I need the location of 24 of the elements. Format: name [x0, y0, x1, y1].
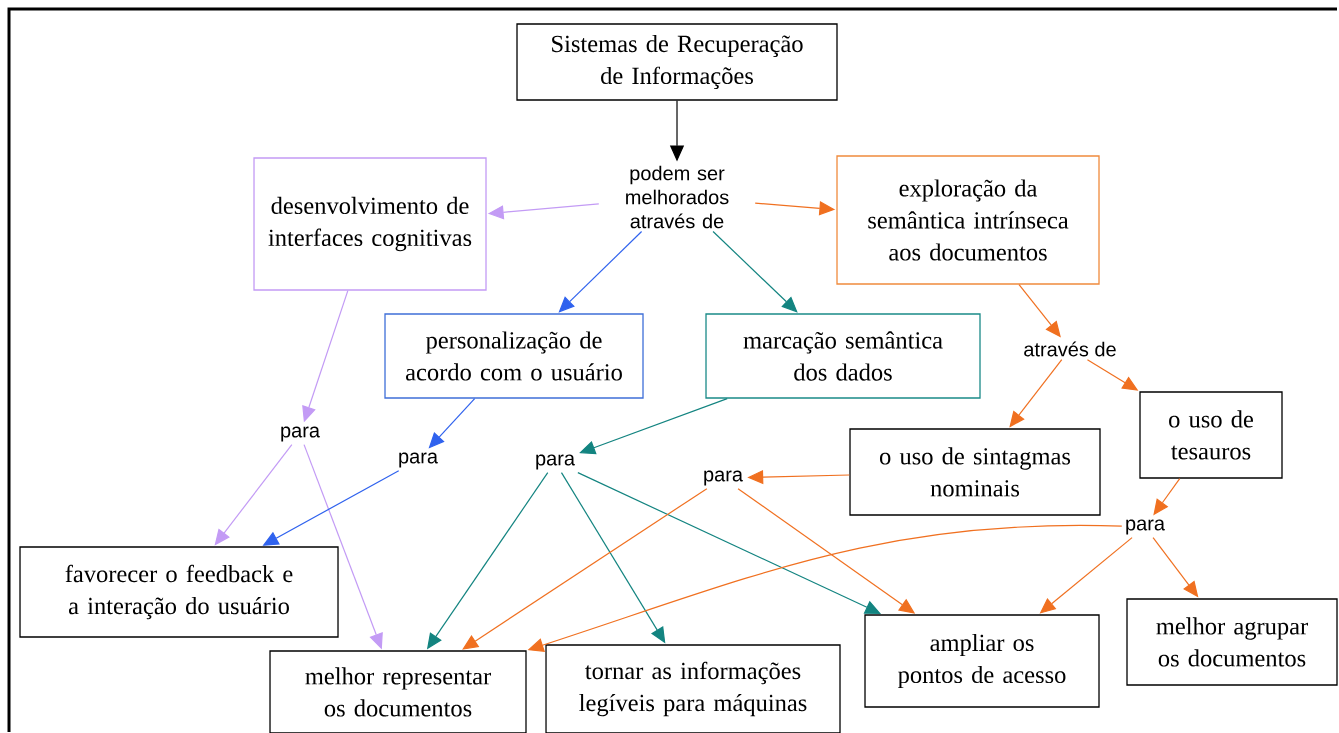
linking-phrase: através de	[1024, 341, 1116, 357]
concept-box: o uso de sintagmas nominais	[849, 428, 1101, 516]
linking-phrase: para	[281, 426, 320, 442]
concept-box: Sistemas de Recuperação de Informações	[516, 23, 838, 101]
concept-box: ampliar os pontos de acesso	[864, 614, 1100, 708]
arrow	[558, 230, 643, 313]
concept-box: melhor agrupar os documentos	[1126, 598, 1338, 686]
arrow	[462, 488, 708, 650]
concept-box: favorecer o feedback e a interação do usuário	[19, 546, 339, 638]
concept-box: personalização de acordo com o usuário	[384, 313, 644, 399]
linking-phrase: para	[536, 454, 575, 470]
concept-box: melhor representar os documentos	[269, 650, 527, 733]
arrow	[428, 398, 476, 449]
linking-phrase: para	[704, 470, 743, 486]
concept-box: exploração da semântica intrínseca aos documentos	[836, 155, 1100, 285]
concept-box: o uso de tesauros	[1139, 391, 1283, 479]
concept-box: marcação semântica dos dados	[705, 313, 981, 399]
concept-box: tornar as informações legíveis para máquinas	[545, 644, 841, 733]
linking-phrase: para	[399, 452, 438, 468]
arrow	[579, 398, 728, 455]
concept-box: desenvolvimento de interfaces cognitivas	[253, 157, 487, 291]
arrow	[712, 230, 798, 313]
linking-phrase: podem ser melhorados através de	[626, 165, 729, 229]
linking-phrase: para	[1126, 519, 1165, 535]
